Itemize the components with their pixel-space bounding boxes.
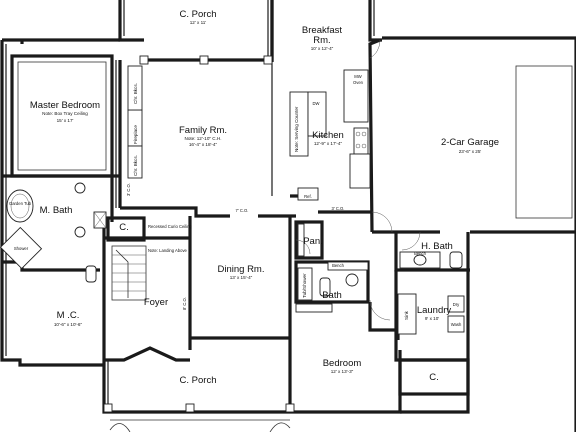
room-dim: 15' x 17' xyxy=(57,118,74,123)
washer-icon xyxy=(447,315,465,333)
room-name: Kitchen xyxy=(312,130,344,141)
toilet-icon xyxy=(319,277,331,297)
fixture-note: Shower xyxy=(14,246,29,251)
fixture-note: DW xyxy=(313,101,320,106)
stairs-icon xyxy=(111,245,147,301)
fixture-note: Fireplace xyxy=(133,125,138,144)
room-dim: 12' x 11' xyxy=(190,20,207,25)
room-dim: 23'-6" x 25' xyxy=(459,149,482,154)
cased-opening-labels: 3' C.O. 7' C.O. 3' C.O. 8' C.O. xyxy=(126,183,344,310)
dryer-icon xyxy=(447,295,465,313)
room-dim: 10' x 12'-4" xyxy=(311,46,334,51)
sink-icon xyxy=(413,254,427,266)
room-dim: 13' x 15'-4" xyxy=(230,275,253,280)
room-name: C. Porch xyxy=(180,375,217,386)
fixture-note: Garden Tub xyxy=(9,201,32,206)
sink-icon xyxy=(345,273,359,287)
kitchen-counter xyxy=(307,91,327,137)
fixture-note: Note: Serving Counter xyxy=(294,106,299,152)
room-name: Rm. xyxy=(313,35,330,46)
kitchen-island xyxy=(289,91,309,157)
room-name: M. Bath xyxy=(40,205,73,216)
room-name: Bath xyxy=(322,290,342,301)
fixture-note: Oven xyxy=(353,80,364,85)
fixture-note: Note: Landing Above xyxy=(148,248,188,253)
room-dim: 9' x 10' xyxy=(425,316,439,321)
room-note: Note: Box Tray Ceiling xyxy=(42,111,88,116)
fixture-note: MW xyxy=(354,74,361,79)
room-dim: 12'-9" x 17'-4" xyxy=(314,141,343,146)
room-note: Note: 12'-10" C.H. xyxy=(185,136,222,141)
room-name: Breakfast xyxy=(302,25,342,36)
sink-icon xyxy=(74,182,86,194)
stove-icon xyxy=(353,127,369,155)
fixture-note: Chr. Bkcs. xyxy=(133,155,138,176)
sink-icon xyxy=(74,226,86,238)
fixture-note: Recessed Curio Ceiling xyxy=(148,224,192,229)
room-name: Laundry xyxy=(417,305,452,316)
co-label: 8' C.O. xyxy=(182,297,187,310)
fixture-note: Wash xyxy=(451,322,462,327)
fixture-note: Dry xyxy=(453,302,460,307)
fixture-note: Tub/Shower xyxy=(302,273,307,298)
room-name: M .C. xyxy=(57,310,80,321)
room-name: Dining Rm. xyxy=(218,264,265,275)
tub-shower-icon xyxy=(297,267,313,301)
room-name: 2-Car Garage xyxy=(441,137,499,148)
co-label: 3' C.O. xyxy=(332,206,345,211)
fixture-note: Sink xyxy=(404,310,409,320)
fixture-note: Chr. Bkcs. xyxy=(133,83,138,104)
room-name: Pan. xyxy=(303,236,323,247)
room-name: Foyer xyxy=(144,297,168,308)
room-name: Bedroom xyxy=(323,358,362,369)
room-name: H. Bath xyxy=(421,241,453,252)
fixture-notes: Garden Tub Shower Ref. Bench Bench Tub/S… xyxy=(9,74,462,327)
toilet-icon xyxy=(449,251,463,269)
shower-icon xyxy=(0,226,43,270)
room-name: C. xyxy=(429,372,439,383)
co-label: 7' C.O. xyxy=(236,208,249,213)
room-name: C. Porch xyxy=(180,9,217,20)
room-labels: C. Porch 12' x 11' Breakfast Rm. 10' x 1… xyxy=(30,9,499,386)
room-name: Family Rm. xyxy=(179,125,227,136)
fixtures xyxy=(0,39,465,432)
fixture-note: Ref. xyxy=(304,194,312,199)
fixture-note: Bench xyxy=(332,263,345,268)
room-dim: 16'-4" x 18'-4" xyxy=(189,142,218,147)
co-label: 3' C.O. xyxy=(126,183,131,196)
room-dim: 10'-6" x 10'-6" xyxy=(54,322,83,327)
room-dim: 12' x 13'-3" xyxy=(331,369,354,374)
room-name: Master Bedroom xyxy=(30,100,100,111)
room-name: C. xyxy=(119,222,129,233)
toilet-icon xyxy=(85,265,97,283)
fixture-note: Bench xyxy=(414,251,427,256)
